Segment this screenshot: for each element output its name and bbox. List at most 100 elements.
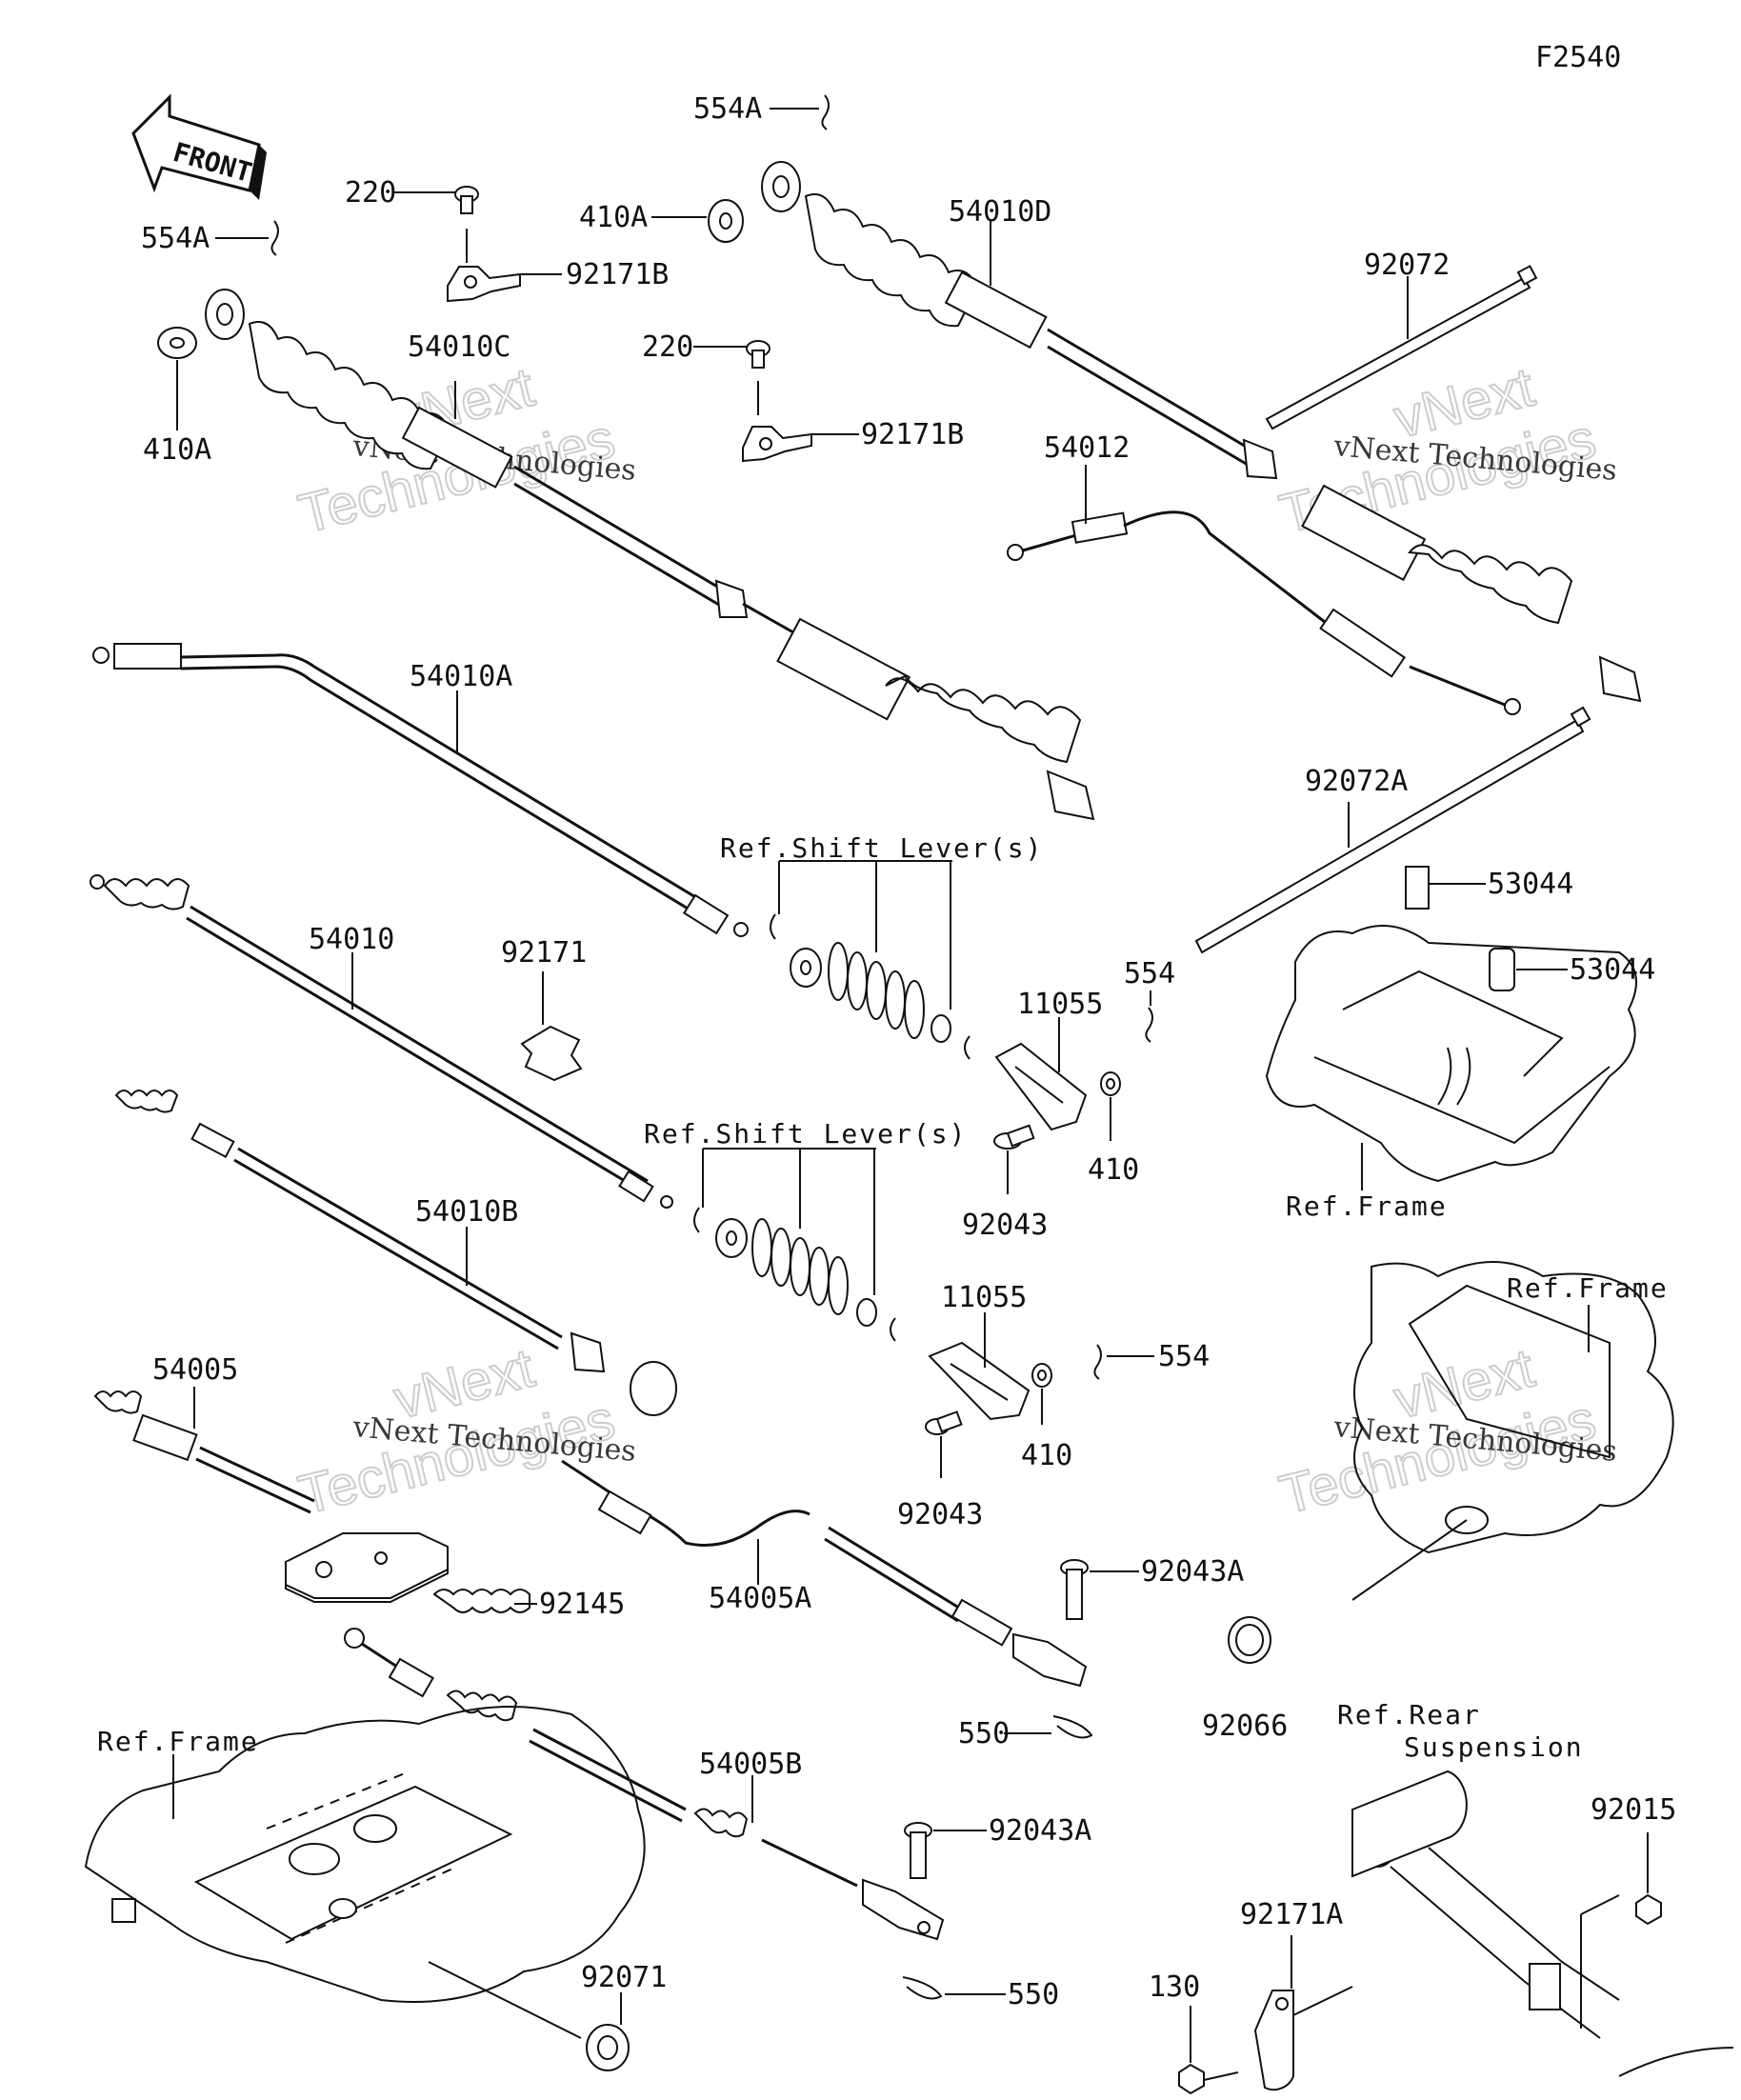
label-54005A: 54005A: [709, 1582, 811, 1615]
part-554-a[interactable]: 554: [1124, 957, 1175, 1043]
label-54005: 54005: [152, 1353, 238, 1387]
label-92071: 92071: [581, 1961, 667, 1994]
label-ref-frame-a: Ref.Frame: [1286, 1190, 1448, 1222]
label-410A-a: 410A: [579, 201, 648, 234]
shift-lever-group-a[interactable]: Ref.Shift Lever(s): [720, 832, 1043, 1060]
part-92066[interactable]: 92066: [1202, 1616, 1288, 1743]
label-ref-rear-susp-2: Suspension: [1404, 1731, 1584, 1763]
cable-54005[interactable]: 54005: [93, 1353, 315, 1514]
label-554-b: 554: [1158, 1340, 1210, 1373]
frame-middle-right: Ref.Frame: [1351, 1261, 1674, 1601]
part-92043A-b[interactable]: 92043A: [904, 1814, 1091, 1879]
part-92171B-a[interactable]: 92171B: [447, 229, 669, 303]
label-54005B: 54005B: [699, 1748, 802, 1781]
label-53044-a: 53044: [1488, 868, 1573, 901]
label-ref-rear-susp-1: Ref.Rear: [1337, 1699, 1481, 1730]
part-92043-b[interactable]: 92043: [897, 1410, 983, 1531]
part-92015[interactable]: 92015: [1591, 1793, 1676, 1926]
part-92171B-b[interactable]: 92171B: [742, 381, 964, 463]
clevis-a[interactable]: [824, 1526, 1088, 1688]
part-554A-top[interactable]: 554A: [693, 92, 830, 130]
part-92071[interactable]: 92071: [581, 1961, 667, 2071]
label-92072: 92072: [1364, 249, 1450, 282]
label-130: 130: [1149, 1970, 1200, 2004]
label-220-a: 220: [345, 176, 396, 210]
label-92171A: 92171A: [1240, 1898, 1343, 1931]
part-410-a[interactable]: 410: [1088, 1071, 1139, 1187]
spring-b: [751, 1218, 849, 1315]
cable-54010C[interactable]: 54010C: [205, 289, 1095, 821]
part-554-b[interactable]: 554: [1093, 1340, 1210, 1380]
label-54010C: 54010C: [408, 330, 510, 364]
part-220-a[interactable]: 220: [345, 176, 479, 214]
rear-suspension: Ref.Rear Suspension: [1337, 1699, 1734, 2077]
cable-54005A[interactable]: 54005A: [561, 1459, 811, 1615]
label-550-a: 550: [958, 1717, 1010, 1750]
part-92171[interactable]: 92171: [501, 936, 587, 1082]
part-92043-a[interactable]: 92043: [962, 1124, 1048, 1242]
cable-54012[interactable]: 54012: [1007, 431, 1521, 715]
label-54010D: 54010D: [949, 195, 1051, 229]
label-92015: 92015: [1591, 1793, 1676, 1827]
label-ref-shift-lever-b: Ref.Shift Lever(s): [644, 1118, 967, 1150]
label-410-a: 410: [1088, 1153, 1139, 1187]
part-550-a[interactable]: 550: [958, 1715, 1093, 1750]
part-92043A-a[interactable]: 92043A: [1060, 1555, 1244, 1620]
label-53044-b: 53044: [1570, 953, 1655, 987]
figure-code: F2540: [1535, 41, 1621, 74]
part-550-b[interactable]: 550: [902, 1976, 1059, 2011]
part-220-b[interactable]: 220: [642, 330, 770, 369]
label-410A-b: 410A: [143, 433, 211, 467]
clevis-b[interactable]: [862, 1878, 945, 1941]
cable-54005B[interactable]: 54005B: [344, 1628, 858, 1888]
label-92043-a: 92043: [962, 1209, 1048, 1242]
spring-a: [828, 942, 925, 1039]
label-54012: 54012: [1044, 431, 1130, 465]
label-92171: 92171: [501, 936, 587, 970]
frame-upper-right: Ref.Frame: [1265, 925, 1637, 1222]
part-554A-left[interactable]: 554A: [141, 220, 279, 256]
label-ref-frame-c: Ref.Frame: [97, 1726, 259, 1757]
label-92072A: 92072A: [1305, 765, 1408, 798]
part-11055-a[interactable]: 11055: [994, 988, 1103, 1131]
part-130[interactable]: 130: [1149, 1970, 1239, 2095]
part-92072[interactable]: 92072: [1265, 249, 1538, 430]
label-554A-top: 554A: [693, 92, 762, 126]
cable-54010B[interactable]: 54010B: [114, 1090, 677, 1416]
label-92171B-a: 92171B: [566, 258, 669, 291]
part-410-b[interactable]: 410: [1021, 1363, 1072, 1472]
part-92072A[interactable]: 92072A: [1194, 706, 1591, 954]
label-92145: 92145: [539, 1588, 625, 1621]
label-554-a: 554: [1124, 957, 1175, 990]
label-220-b: 220: [642, 330, 693, 364]
label-54010B: 54010B: [415, 1195, 518, 1229]
part-92145[interactable]: 92145: [432, 1588, 625, 1621]
cable-54010[interactable]: 54010: [90, 874, 673, 1209]
label-550-b: 550: [1008, 1978, 1059, 2011]
frame-lower-left: Ref.Frame: [84, 1706, 646, 2039]
label-11055-a: 11055: [1017, 988, 1103, 1021]
part-11055-b[interactable]: 11055: [928, 1281, 1031, 1421]
part-410A-a[interactable]: 410A: [579, 199, 744, 243]
part-53044-a[interactable]: 53044: [1405, 866, 1573, 910]
label-92043A-a: 92043A: [1141, 1555, 1244, 1589]
part-lever-bracket[interactable]: [285, 1532, 449, 1603]
label-92171B-b: 92171B: [861, 418, 964, 451]
front-arrow-icon: FRONT: [131, 93, 267, 200]
label-54010: 54010: [309, 923, 394, 956]
part-92171A[interactable]: 92171A: [1240, 1898, 1353, 2091]
label-92043A-b: 92043A: [989, 1814, 1091, 1848]
label-92043-b: 92043: [897, 1498, 983, 1531]
shift-lever-group-b[interactable]: Ref.Shift Lever(s): [644, 1118, 967, 1342]
label-11055-b: 11055: [941, 1281, 1027, 1314]
label-ref-shift-lever-a: Ref.Shift Lever(s): [720, 832, 1043, 864]
label-ref-frame-b: Ref.Frame: [1507, 1272, 1669, 1304]
label-554A-left: 554A: [141, 222, 210, 255]
label-410-b: 410: [1021, 1439, 1072, 1472]
part-410A-b[interactable]: 410A: [143, 327, 211, 467]
part-53044-b[interactable]: 53044: [1489, 948, 1655, 991]
cable-54010D[interactable]: 54010D: [761, 161, 1642, 703]
label-54010A: 54010A: [410, 660, 512, 693]
cable-54010A[interactable]: 54010A: [92, 643, 749, 937]
